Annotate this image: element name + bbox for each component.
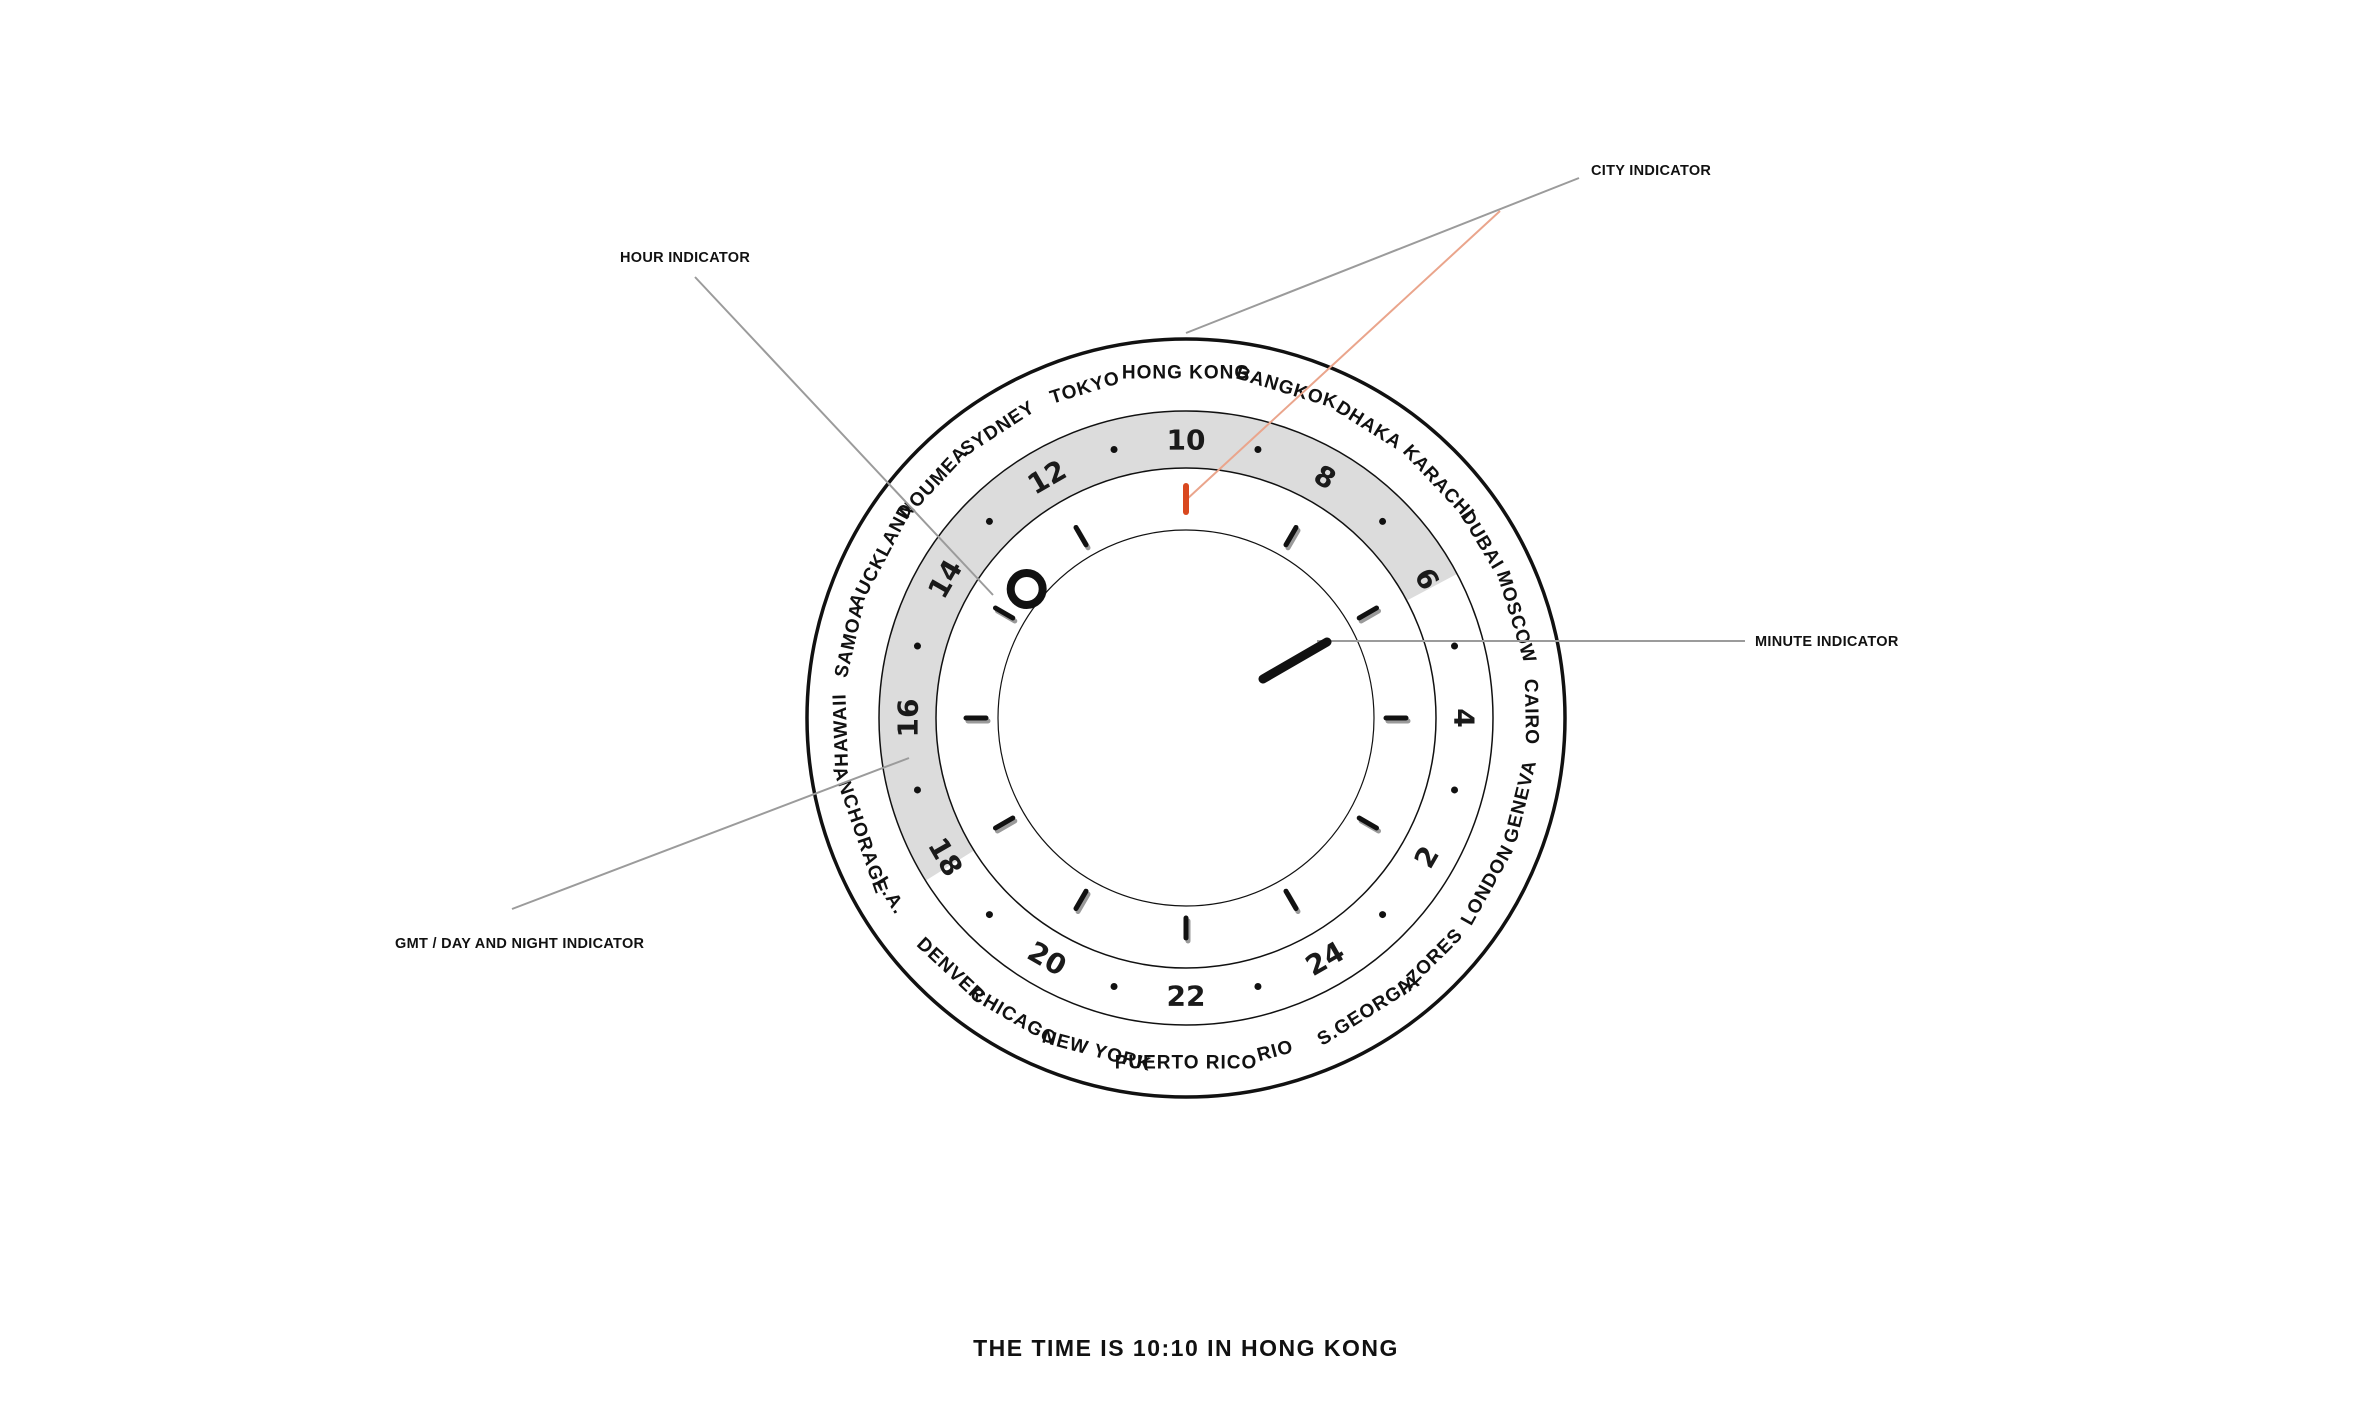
minute-tick bbox=[1356, 815, 1380, 831]
city-label: RIO bbox=[1255, 1036, 1296, 1066]
minute-tick bbox=[1283, 524, 1299, 548]
city-label: DENVER bbox=[912, 934, 989, 1007]
minute-tick-shadow bbox=[994, 818, 1018, 834]
city-label: HAWAII bbox=[829, 693, 853, 767]
hour-numeral: 22 bbox=[1167, 980, 1206, 1013]
hour-numeral: 4 bbox=[1448, 708, 1481, 727]
hour-dot bbox=[1254, 983, 1262, 991]
minute-tick bbox=[1073, 524, 1089, 548]
gmt-indicator-label: GMT / DAY AND NIGHT INDICATOR bbox=[395, 936, 645, 952]
city-label: SAMOA bbox=[831, 601, 868, 680]
outer-ring bbox=[805, 337, 1567, 1099]
hour-indicator-leader bbox=[694, 276, 994, 596]
hour-ring-outer-edge bbox=[878, 410, 1494, 1026]
hour-dot bbox=[1451, 786, 1459, 794]
gmt-indicator-leader bbox=[511, 757, 910, 910]
hour-dot bbox=[913, 642, 921, 650]
city-label: HONG KONG bbox=[1122, 363, 1250, 384]
hour-numeral: 24 bbox=[1300, 935, 1350, 983]
hour-dot bbox=[1451, 642, 1459, 650]
minute-indicator-hand bbox=[1258, 637, 1332, 684]
minute-tick bbox=[1073, 888, 1089, 912]
city-indicator-label: CITY INDICATOR bbox=[1591, 163, 1711, 179]
minute-tick bbox=[992, 815, 1016, 831]
hour-dot bbox=[985, 517, 993, 525]
city-indicator-accent-leader bbox=[1185, 210, 1501, 501]
hour-numeral: 10 bbox=[1167, 424, 1206, 457]
minute-tick-shadow bbox=[1075, 891, 1091, 915]
city-label: GENEVA bbox=[1500, 758, 1541, 845]
minute-tick bbox=[1283, 888, 1299, 912]
night-band-shading bbox=[878, 410, 1458, 881]
callout-leader-lines bbox=[511, 177, 1745, 910]
city-label: CAIRO bbox=[1520, 679, 1542, 746]
city-label: ANCHORAGE bbox=[828, 764, 891, 897]
minute-tick-shadow bbox=[1285, 527, 1301, 551]
minute-ticks bbox=[963, 524, 1411, 944]
minute-tick bbox=[992, 605, 1016, 621]
hour-dot bbox=[1254, 445, 1262, 453]
hour-ring-dots bbox=[913, 445, 1459, 991]
city-label: TOKYO bbox=[1048, 367, 1123, 408]
city-label: DHAKA bbox=[1332, 397, 1406, 454]
city-indicator-leader bbox=[1185, 177, 1580, 334]
hour-numeral: 16 bbox=[892, 699, 925, 738]
hour-numeral: 20 bbox=[1022, 935, 1072, 983]
hour-dot bbox=[913, 786, 921, 794]
minute-tick bbox=[1356, 605, 1380, 621]
hour-numeral: 2 bbox=[1408, 840, 1446, 873]
hour-indicator-label: HOUR INDICATOR bbox=[620, 250, 750, 266]
minute-indicator-label: MINUTE INDICATOR bbox=[1755, 634, 1899, 650]
hour-dot bbox=[1379, 911, 1387, 919]
hour-indicator-ring bbox=[1006, 568, 1047, 609]
hour-dot bbox=[985, 911, 993, 919]
hour-dot bbox=[1379, 517, 1387, 525]
inner-dial bbox=[997, 529, 1375, 907]
city-label: MOSCOW bbox=[1492, 568, 1540, 666]
time-caption: THE TIME IS 10:10 IN HONG KONG bbox=[973, 1335, 1399, 1361]
watch-dial bbox=[805, 337, 1567, 1099]
minute-tick-shadow bbox=[1358, 608, 1382, 624]
hour-ring-inner-edge bbox=[935, 467, 1437, 969]
city-label: DUBAI bbox=[1456, 507, 1508, 574]
hour-dot bbox=[1110, 983, 1118, 991]
city-label: PUERTO RICO bbox=[1115, 1053, 1258, 1074]
city-label: S.GEORGIA bbox=[1314, 971, 1424, 1051]
hour-dot bbox=[1110, 445, 1118, 453]
